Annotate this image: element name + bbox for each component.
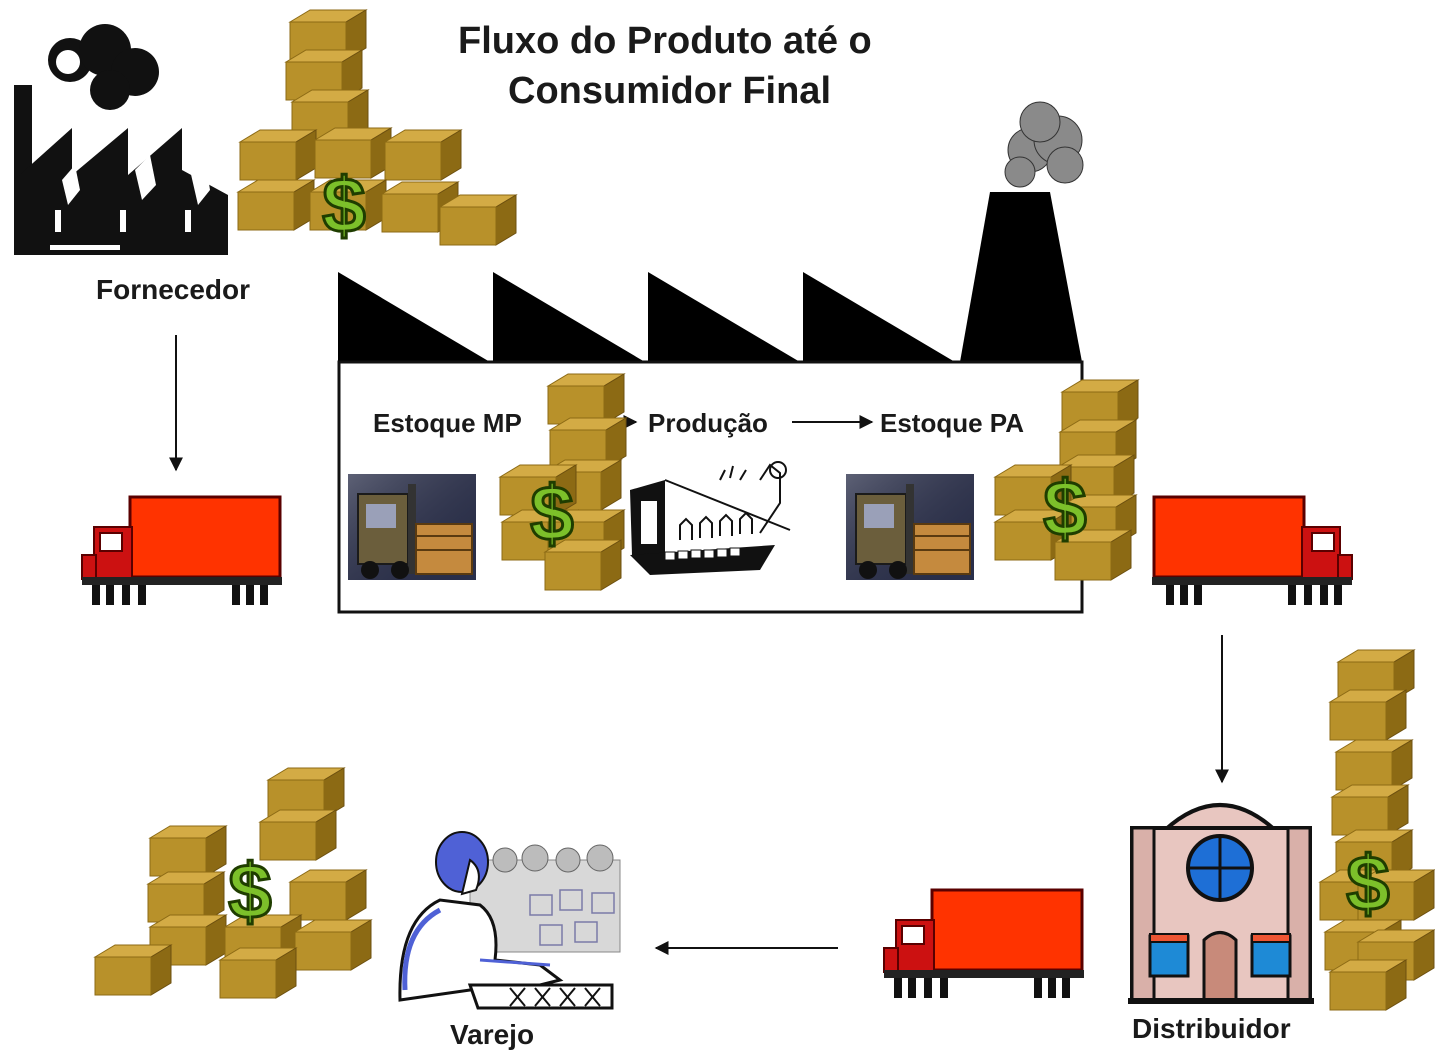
forklift-icon: [845, 473, 975, 581]
distributor-dollar-icon: $: [1346, 839, 1389, 927]
diagram-title-line2: Consumidor Final: [508, 70, 831, 112]
raw-material-stock-label: Estoque MP: [373, 408, 522, 438]
truck-icon: [80, 495, 284, 607]
supplier-dollar-icon: $: [322, 161, 365, 249]
finished-stock-dollar-icon: $: [1043, 464, 1086, 552]
distributor-store-icon: [1128, 803, 1314, 1004]
supplier-factory-icon: [14, 24, 228, 255]
supplier-inventory-boxes-icon: [237, 9, 517, 246]
truck-icon: [1150, 495, 1354, 607]
distributor-label: Distribuidor: [1132, 1013, 1291, 1044]
distributor-boxes-icon: [1319, 649, 1435, 1011]
truck-icon: [882, 888, 1086, 1000]
assembly-line-icon: [630, 461, 791, 575]
finished-goods-stock-label: Estoque PA: [880, 408, 1024, 438]
retail-shopper-icon: [398, 831, 621, 1010]
forklift-icon: [347, 473, 477, 581]
retail-label: Varejo: [450, 1019, 535, 1050]
raw-stock-dollar-icon: $: [530, 469, 573, 557]
supplier-label: Fornecedor: [96, 274, 251, 305]
retail-dollar-icon: $: [228, 847, 271, 935]
diagram-title-line1: Fluxo do Produto até o: [458, 20, 872, 62]
production-label: Produção: [648, 408, 768, 438]
